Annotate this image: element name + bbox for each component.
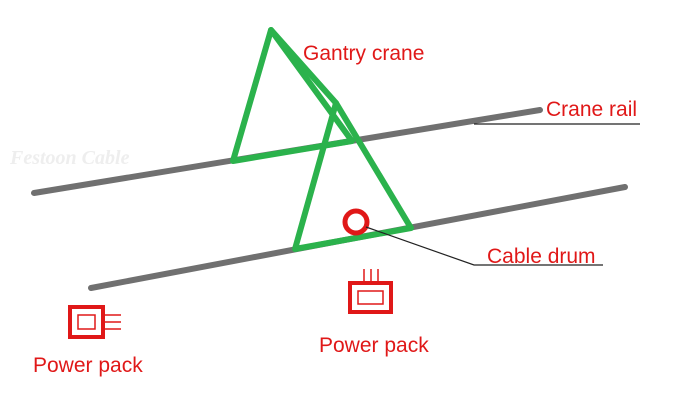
cable-drum-icon — [342, 208, 370, 236]
gantry-crane-frame — [230, 27, 414, 252]
gantry-crane-back-frame — [230, 27, 355, 164]
power-pack-center-icon — [348, 269, 393, 314]
crane-rail-label: Crane rail — [546, 98, 637, 121]
gantry-crane-top-beam — [268, 27, 339, 106]
watermark-text: Festoon Cable — [9, 147, 130, 169]
gantry-crane-label: Gantry crane — [303, 42, 424, 65]
power-pack-left-icon — [68, 305, 121, 339]
cable-drum-label: Cable drum — [487, 245, 596, 268]
cable-drum-leader — [365, 226, 603, 266]
power-pack-left-label: Power pack — [33, 354, 143, 377]
gantry-crane-front-frame — [292, 100, 414, 252]
power-pack-center-label: Power pack — [319, 334, 429, 357]
